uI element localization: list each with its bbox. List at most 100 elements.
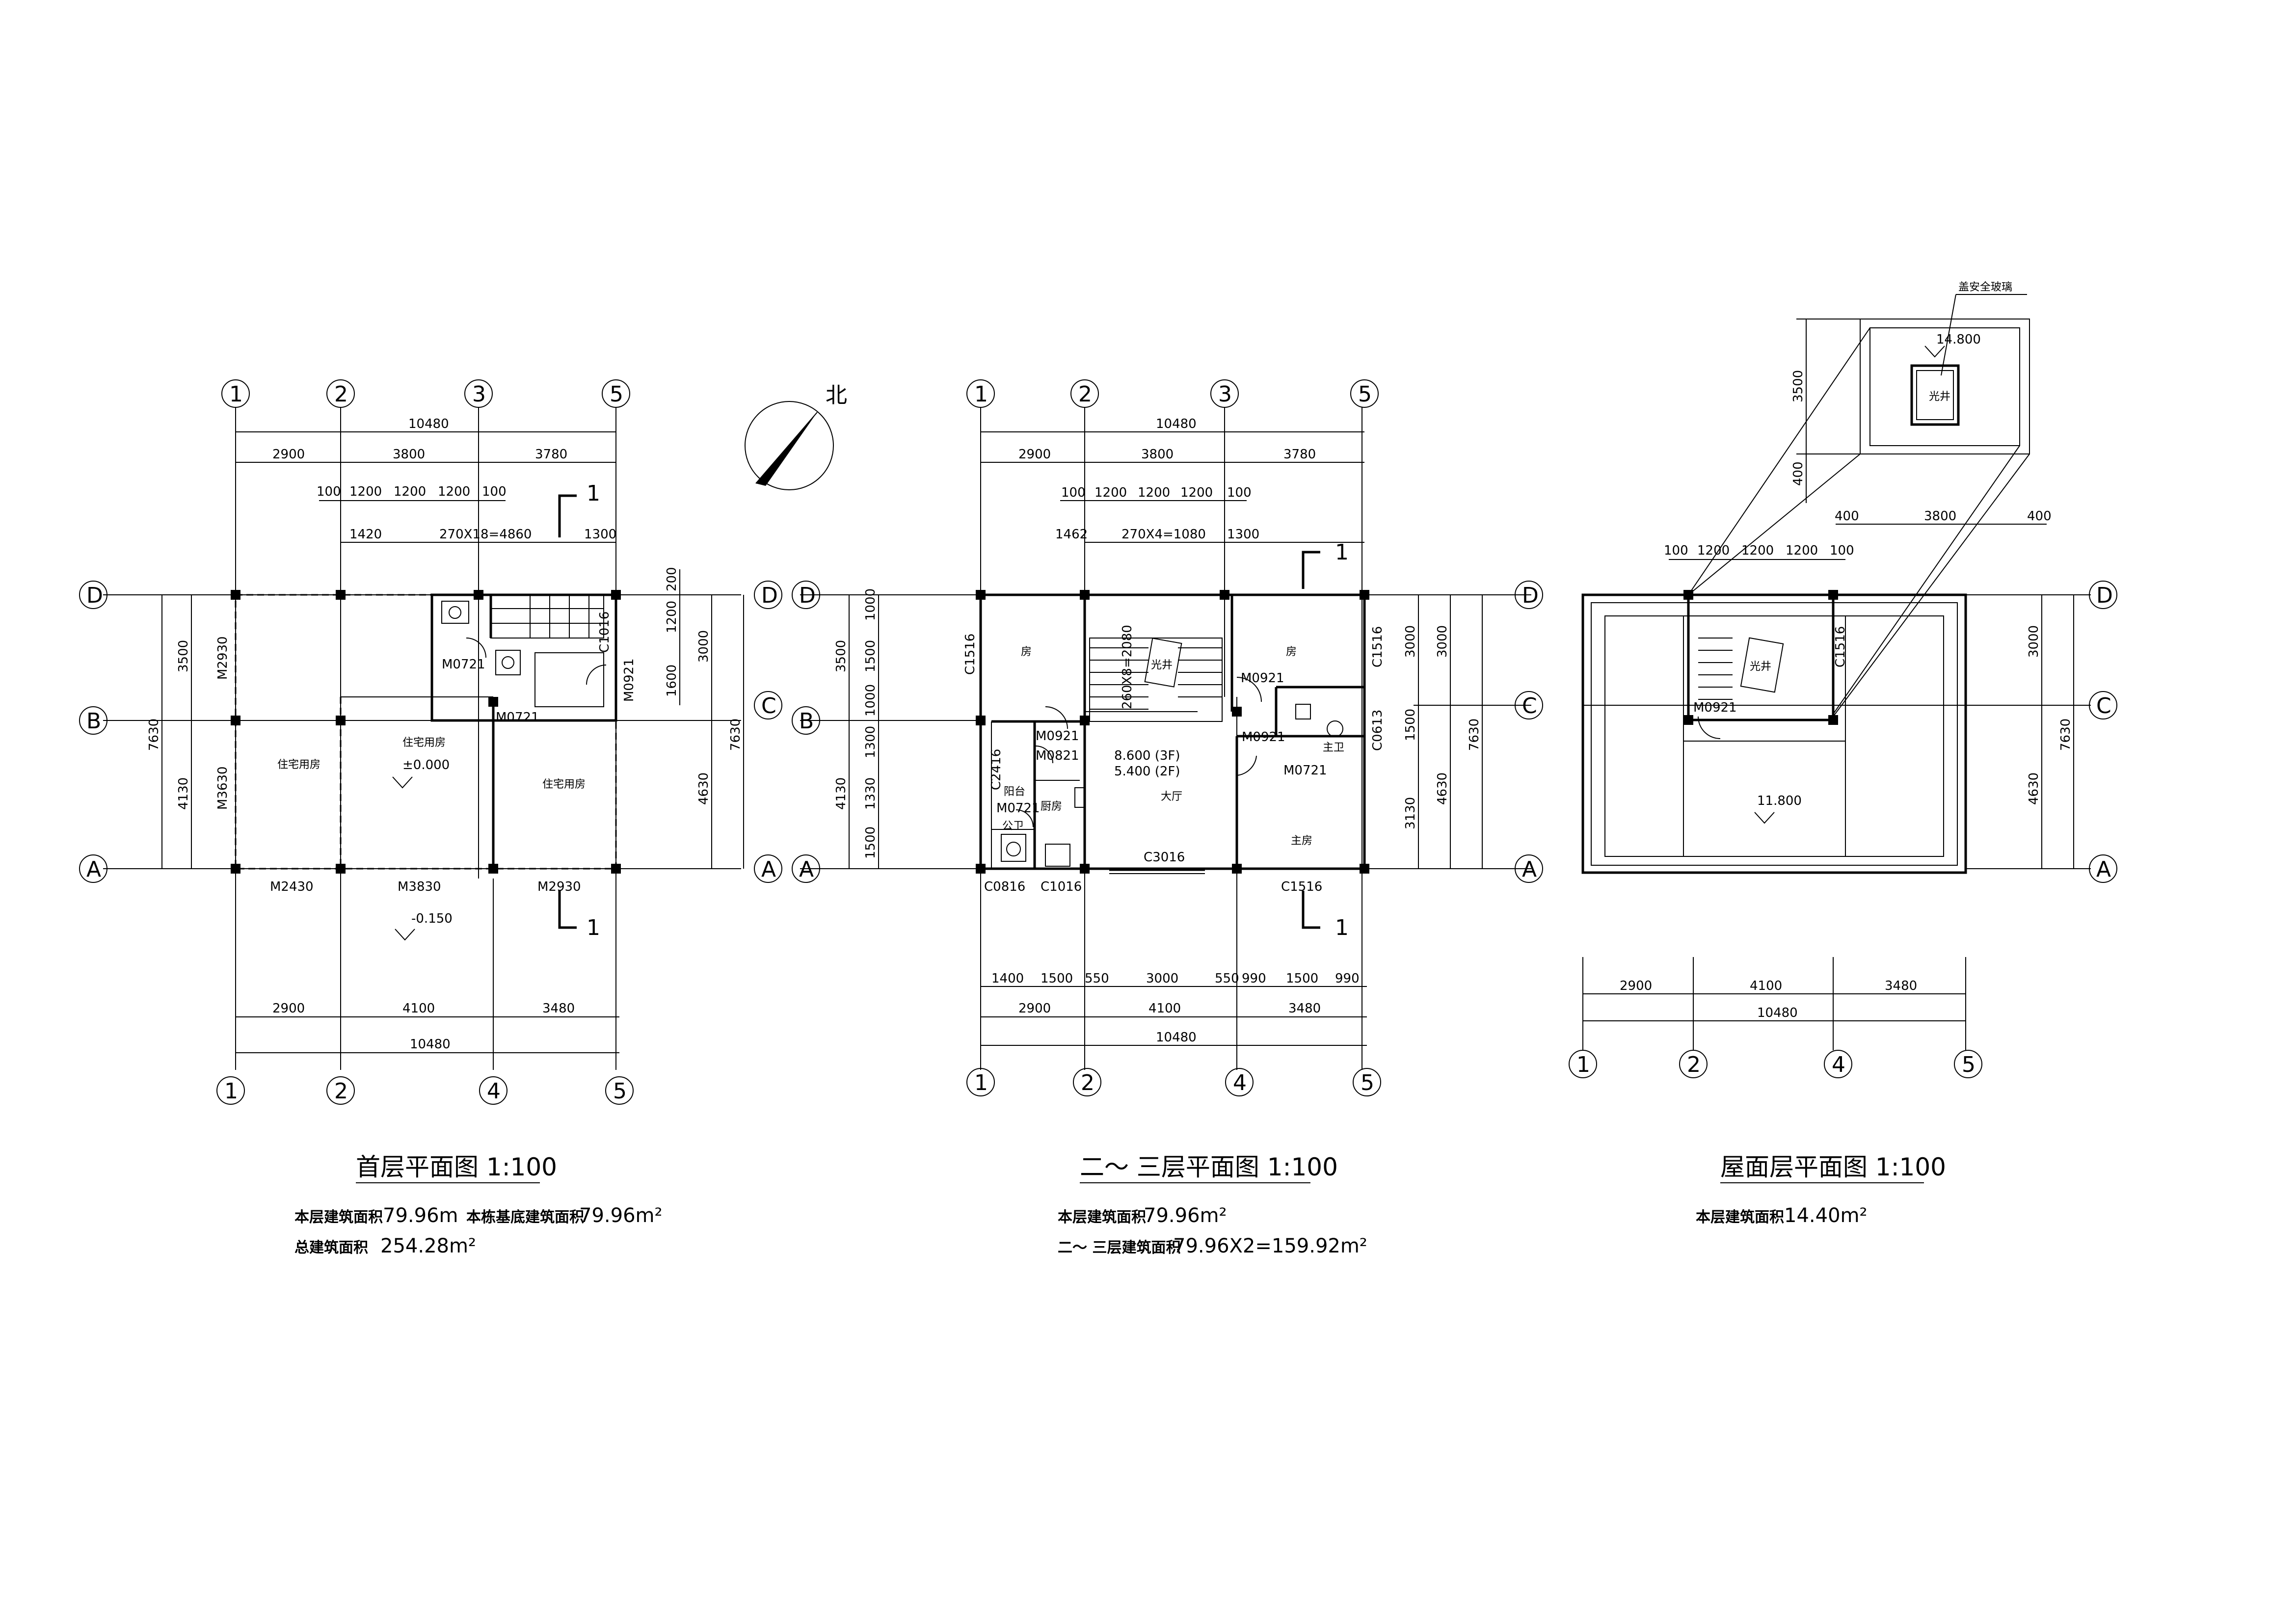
stat-value: 79.96m²	[1144, 1204, 1227, 1227]
dim-left: 4130	[834, 777, 849, 810]
dim-top-total: 10480	[408, 417, 449, 431]
elevation-mark: 14.800	[1936, 332, 1981, 347]
svg-text:5: 5	[1361, 1070, 1374, 1095]
door-label: M0721	[442, 657, 485, 672]
axis-bubble-A: A	[754, 854, 782, 883]
dim-right: 3000	[2027, 625, 2041, 658]
dim-bottom: 1400	[991, 971, 1024, 986]
svg-text:D: D	[86, 583, 103, 608]
dim-left: 1500	[863, 640, 878, 672]
glass-note: 盖安全玻璃	[1958, 281, 2012, 293]
dim-top: 400	[2027, 509, 2052, 524]
dim-right-outer: 7630	[728, 719, 743, 751]
dim-left: 3500	[176, 640, 191, 672]
svg-text:4: 4	[1832, 1052, 1845, 1077]
svg-text:D: D	[761, 583, 778, 608]
stat-label: 本栋基底建筑面积	[466, 1209, 584, 1226]
dim-stair: 1420	[349, 527, 382, 542]
dim-right: 4630	[2027, 772, 2041, 805]
dim-left: 3500	[834, 640, 849, 672]
svg-text:D: D	[2096, 583, 2113, 608]
door-label: M0721	[996, 801, 1040, 816]
svg-text:A: A	[761, 857, 776, 882]
svg-text:A: A	[1522, 857, 1537, 882]
room-label: 公卫	[1002, 820, 1024, 832]
axis-bubble-2: 2	[1073, 1068, 1101, 1096]
door-label: M0921	[622, 658, 637, 702]
window-label: C0613	[1370, 710, 1385, 751]
axis-bubble-2: 2	[326, 379, 355, 408]
dim-left: 4130	[176, 777, 191, 810]
window-label: C1516	[1833, 626, 1848, 667]
dim-stair: 100	[1830, 543, 1854, 558]
stat-value: 79.96m²	[579, 1204, 663, 1227]
svg-text:1: 1	[1576, 1052, 1590, 1077]
dim-right-outer: 7630	[1467, 719, 1482, 751]
axis-bubble-B: B	[792, 706, 820, 735]
dim-top: 3800	[1924, 509, 1956, 524]
stair-note: 260X8=2080	[1120, 625, 1135, 709]
axis-bubble-D: D	[79, 581, 107, 609]
axis-bubble-B: B	[79, 706, 107, 735]
axis-bubble-1: 1	[221, 379, 250, 408]
dim-stair: 100	[317, 484, 341, 499]
svg-text:B: B	[86, 709, 101, 734]
dim-stair: 1200	[1180, 485, 1213, 500]
north-label: 北	[826, 383, 847, 408]
section-mark: 1	[587, 481, 600, 506]
dim-bottom: 3480	[1288, 1001, 1321, 1016]
dim-bottom: 4100	[1750, 979, 1782, 993]
svg-text:4: 4	[1233, 1070, 1247, 1095]
svg-text:5: 5	[613, 1079, 627, 1104]
window-label: C1516	[1370, 626, 1385, 667]
lightwell-label: 光井	[1929, 391, 1950, 403]
room-label: 光井	[1151, 659, 1173, 671]
room-label: 大厅	[1161, 791, 1182, 803]
stat-value: 14.40m²	[1784, 1204, 1868, 1227]
ground-floor-plan: 1 2 3 5 1 2 4 5 D B A D C A 10480 2900 3…	[79, 379, 782, 1257]
svg-text:5: 5	[610, 382, 623, 407]
door-label: M2930	[215, 636, 230, 680]
svg-text:4: 4	[487, 1079, 501, 1104]
window-label: C3016	[1144, 850, 1185, 865]
svg-text:A: A	[799, 857, 814, 882]
axis-bubble-D: D	[1515, 581, 1543, 609]
dim-stair: 1300	[1227, 527, 1259, 542]
svg-text:5: 5	[1358, 382, 1372, 407]
room-label: 住宅用房	[402, 737, 446, 749]
dim-bottom-total: 10480	[410, 1037, 451, 1052]
window-label: C0816	[984, 879, 1025, 894]
dim-stair: 100	[1061, 485, 1086, 500]
stat-value: 79.96m	[383, 1204, 458, 1227]
dim-bottom: 1500	[1041, 971, 1073, 986]
dim-top-total: 10480	[1156, 417, 1197, 431]
dim-right: 4630	[696, 772, 711, 805]
axis-bubble-A: A	[1515, 854, 1543, 883]
lightwell-label: 光井	[1750, 661, 1771, 673]
dim-stair: 270X4=1080	[1121, 527, 1206, 542]
axis-bubble-1: 1	[1569, 1050, 1597, 1078]
dim-stair: 1300	[584, 527, 616, 542]
axis-bubble-C: C	[754, 691, 782, 719]
elevation-mark: -0.150	[411, 911, 453, 926]
svg-text:B: B	[799, 709, 814, 734]
dim-stair: 270X18=4860	[439, 527, 532, 542]
dim-bottom: 2900	[1018, 1001, 1051, 1016]
room-label: 主房	[1291, 835, 1312, 847]
axis-bubble-C: C	[2089, 691, 2117, 719]
svg-text:C: C	[1522, 693, 1537, 719]
room-label: 阳台	[1004, 786, 1025, 798]
dim-bottom: 2900	[1620, 979, 1652, 993]
axis-bubble-A: A	[2089, 854, 2117, 883]
dim-stair: 1200	[1138, 485, 1170, 500]
door-label: M2430	[270, 879, 314, 894]
axis-bubble-5: 5	[605, 1076, 634, 1105]
dim-bottom: 1500	[1286, 971, 1318, 986]
door-label: M0721	[1283, 763, 1327, 778]
axis-bubble-5: 5	[1954, 1050, 1982, 1078]
dim-bottom: 3480	[542, 1001, 575, 1016]
svg-text:2: 2	[334, 1079, 348, 1104]
typical-floor-plan: 1 2 3 5 1 2 4 5 D B A D C A 10480 2900 3…	[792, 379, 1543, 1257]
dim-top: 2900	[272, 447, 305, 462]
axis-bubble-2: 2	[1070, 379, 1099, 408]
